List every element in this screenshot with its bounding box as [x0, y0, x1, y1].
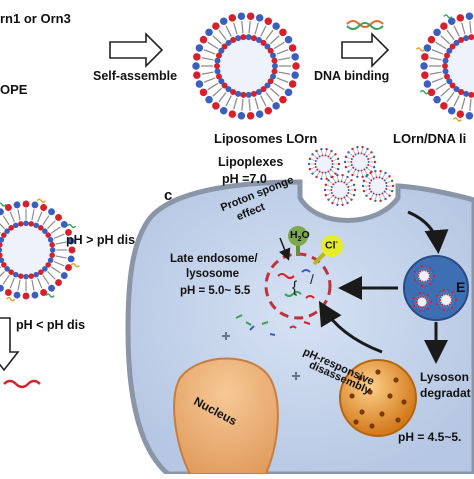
liposome-dna-icon [417, 11, 474, 121]
ph-gt-label: pH > pH dis [66, 233, 135, 247]
cl-label: Cl- [325, 239, 338, 252]
lipoplex-icon [308, 148, 340, 180]
dna-strand-icon [347, 21, 383, 29]
lipoplexes-label: Lipoplexes [218, 155, 283, 169]
dope-label: OPE [0, 82, 27, 97]
orn-label: rn1 or Orn3 [0, 11, 71, 26]
self-assemble-arrow [110, 34, 162, 66]
endosome-letter: E [456, 279, 465, 295]
lysosome-deg-label-2: degradat [420, 386, 471, 400]
ph-lt-label: pH < pH dis [16, 318, 85, 332]
lorn-dna-label: LOrn/DNA li [393, 131, 466, 146]
lysosome-label: lysosome [186, 268, 239, 280]
ph-range-late-label: pH = 5.0~ 5.5 [180, 285, 250, 297]
late-endosome-label: Late endosome/ [170, 253, 258, 265]
lysosome-deg-label-1: Lysoson [420, 370, 469, 384]
liposome-dna-left-icon [0, 199, 79, 300]
svg-text:/: / [310, 271, 314, 287]
liposomes-lorn-label: Liposomes LOrn [214, 131, 317, 146]
self-assemble-label: Self-assemble [93, 69, 177, 83]
svg-text:{: { [292, 279, 298, 296]
lipoplex-icon [324, 174, 356, 206]
panel-c-label: c [164, 187, 172, 204]
released-dna-icon [4, 381, 40, 387]
dna-binding-label: DNA binding [314, 69, 389, 83]
ph-range-lyso-label: pH = 4.5~5. [398, 430, 461, 444]
h2o-label: H2O [290, 229, 310, 243]
dna-binding-arrow [342, 34, 388, 66]
ph-70-label: pH =7.0 [222, 172, 267, 186]
liposome-icon [192, 12, 300, 119]
